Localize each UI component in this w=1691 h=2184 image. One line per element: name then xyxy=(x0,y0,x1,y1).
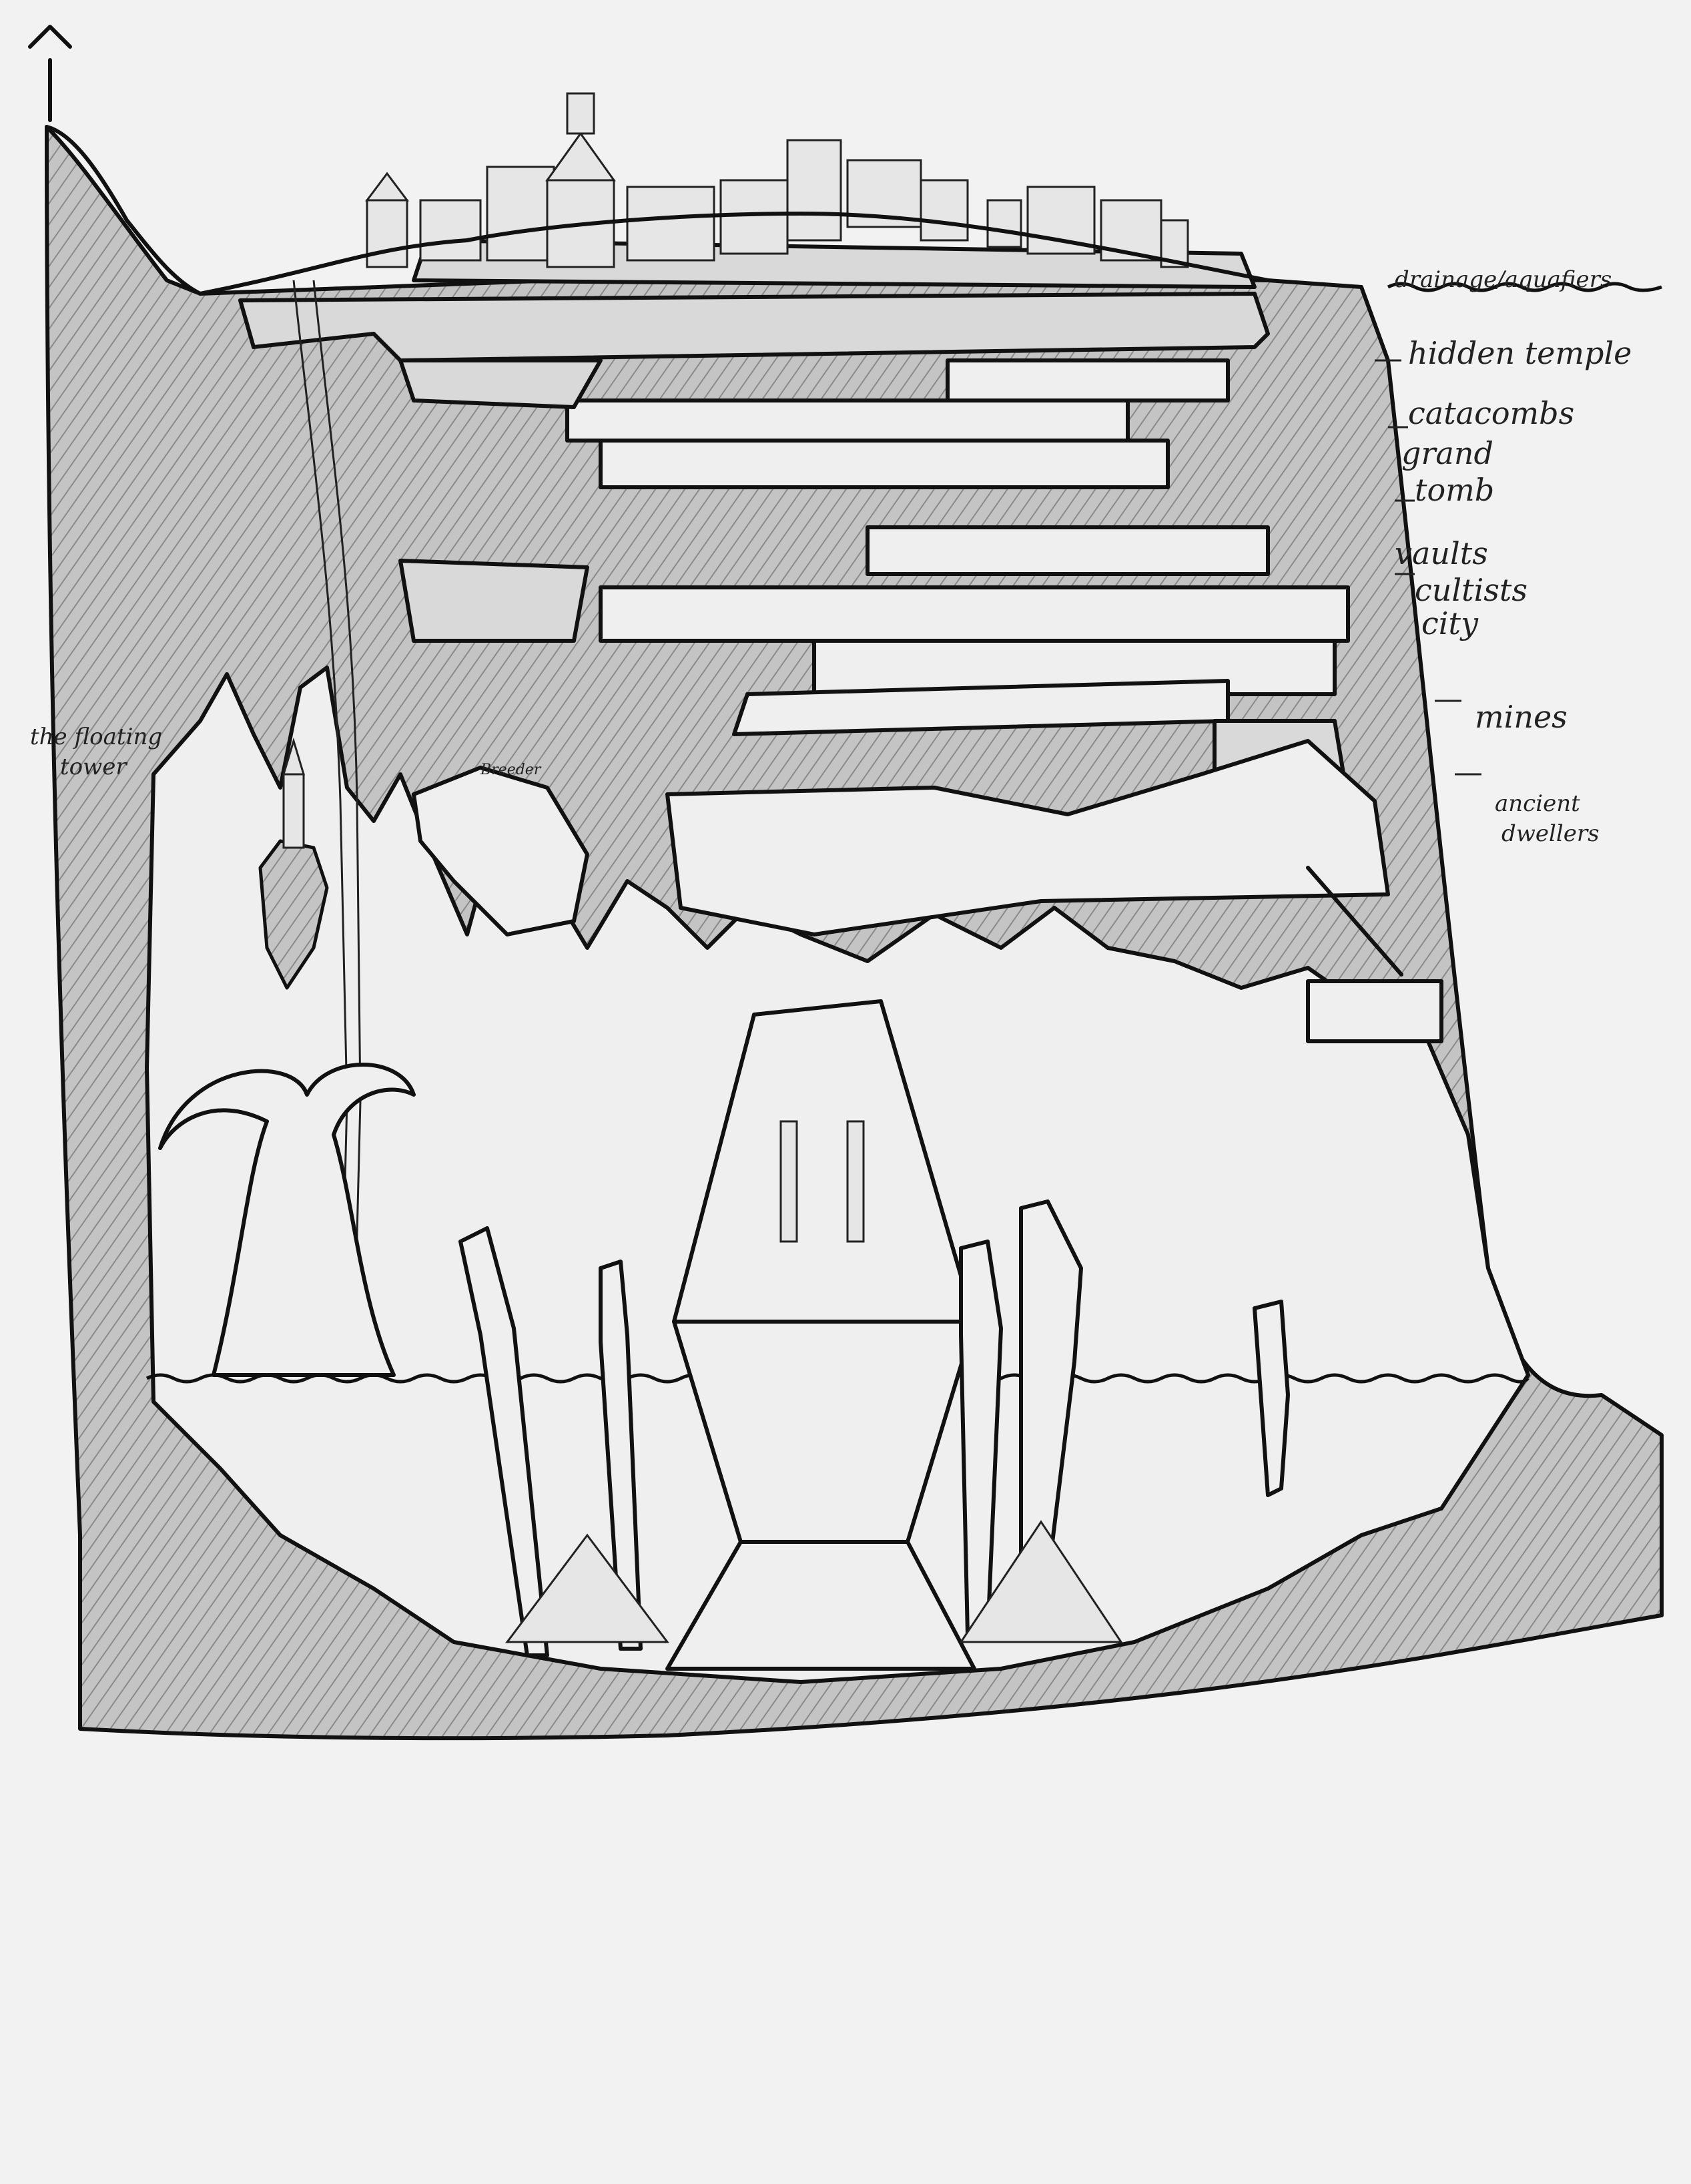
label-hidden-temple: hidden temple xyxy=(1408,335,1632,371)
central-monolith xyxy=(665,999,976,1671)
peak-marker xyxy=(28,25,72,122)
waterfall xyxy=(292,280,362,1369)
surface-city xyxy=(365,92,1189,268)
label-tower: tower xyxy=(60,754,127,780)
floating-tower xyxy=(258,737,329,990)
label-drainage: drainage/aquafiers xyxy=(1395,266,1612,293)
ancient-dwellers-chamber xyxy=(665,739,1390,936)
label-ancient: ancient xyxy=(1495,790,1580,817)
label-cultists: cultists xyxy=(1415,572,1528,608)
label-the-floating: the floating xyxy=(30,724,162,750)
pylons xyxy=(458,1199,1290,1657)
breeder-cave xyxy=(412,766,589,936)
label-grand: grand xyxy=(1401,435,1493,471)
label-dwellers: dwellers xyxy=(1501,820,1600,847)
label-ticks xyxy=(1375,359,1481,776)
city-hill xyxy=(198,212,1270,296)
left-cliff xyxy=(45,125,202,296)
label-tomb: tomb xyxy=(1415,472,1494,508)
label-city: city xyxy=(1421,605,1479,641)
breeder-label: Breeder xyxy=(480,762,542,778)
label-vaults: vaults xyxy=(1395,535,1488,571)
tree-mound xyxy=(158,1063,416,1377)
mine-shaft-room xyxy=(1306,979,1443,1043)
label-mines: mines xyxy=(1475,699,1568,735)
label-catacombs: catacombs xyxy=(1408,395,1574,431)
surface-water xyxy=(1387,282,1662,292)
